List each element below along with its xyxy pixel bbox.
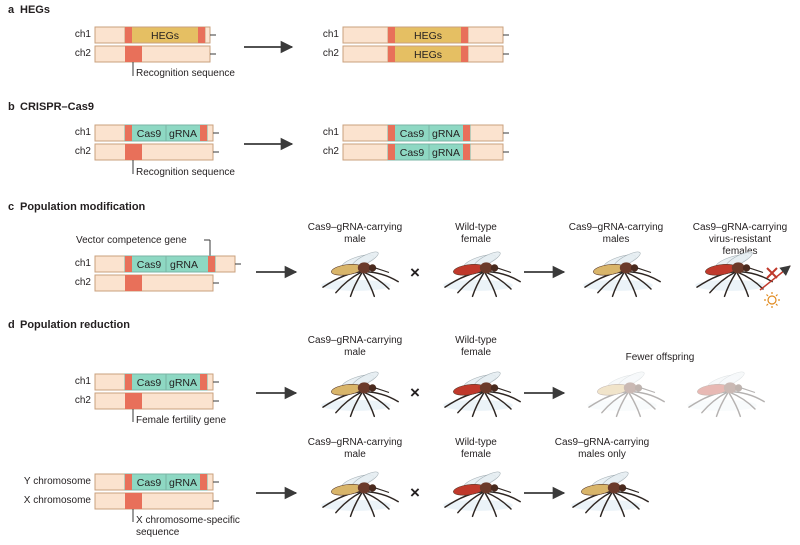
fertility-gene-chromosomes: ch1 Cas9 gRNA ch2 Female fertility gene [75,373,226,426]
ch2-label: ch2 [75,146,92,157]
cas9-label: Cas9 [137,259,162,271]
chromosome-2 [94,392,214,410]
ch1-label: ch1 [75,29,92,40]
ch1-label: ch1 [75,258,92,269]
cross-symbol: × [410,263,420,282]
heg-insert-label: HEGs [414,30,442,42]
site-right [198,27,205,43]
grna-label: gRNA [432,128,460,140]
female-mosquito [442,248,521,298]
x-chromosome [94,492,214,510]
site-left [125,27,132,43]
vector-competence-site [125,275,142,291]
section-b: b CRISPR–Cas9 ch1 Cas9 gRNA ch2 Recognit… [8,101,509,178]
grna-label: gRNA [169,477,197,489]
section-a-letter: a [8,4,15,16]
section-b-letter: b [8,101,15,113]
cross-symbol: × [410,383,420,402]
ch1-label: ch1 [323,29,340,40]
section-d-title: Population reduction [20,319,130,331]
grna-label: gRNA [170,259,198,271]
recognition-site [125,144,142,160]
male-mosquito-2 [320,468,399,518]
chromosome-2 [94,45,211,63]
ch2-label: ch2 [75,277,92,288]
y-chromosome-label: Y chromosome [24,476,92,487]
cas9-label: Cas9 [137,377,162,389]
grna-label: gRNA [169,128,197,140]
section-a-title: HEGs [20,4,50,16]
sex-chromosomes: Y chromosome Cas9 gRNA X chromosome X ch… [24,473,240,538]
section-c-title: Population modification [20,201,146,213]
cas9-label: Cas9 [400,147,425,159]
ch1-label: ch1 [75,127,92,138]
faded-male-mosquito [586,368,665,418]
ch2-label: ch2 [323,48,340,59]
fertility-gene-site [125,393,142,409]
virus-arrow [759,265,791,291]
x-chromosome-label: X chromosome [24,495,92,506]
section-c-letter: c [8,201,14,213]
block-icon [766,267,778,279]
male-mosquito [320,368,399,418]
crispr-before: ch1 Cas9 gRNA ch2 Recognition sequence [75,124,235,178]
cross-symbol: × [410,483,420,502]
offspring-male-mosquito-2 [570,468,649,518]
cas9-label: Cas9 [137,477,162,489]
grna-label: gRNA [432,147,460,159]
recognition-sequence-label: Recognition sequence [136,68,235,79]
cas9-label: Cas9 [400,128,425,140]
heg-before: ch1 HEGs ch2 Recognition sequence [75,26,235,79]
ch2-label: ch2 [75,48,92,59]
cas9-label: Cas9 [137,128,162,140]
heg-insert-copy-label: HEGs [414,49,442,61]
fewer-offspring-caption: Fewer offspring [626,352,695,363]
faded-female-mosquito [686,368,765,418]
section-c: c Population modification Vector compete… [8,201,791,308]
heg-insert-label: HEGs [151,30,179,42]
crispr-after: ch1 Cas9 gRNA ch2 Cas9 gRNA [323,124,509,161]
chromosome-2 [94,274,214,292]
offspring-male-mosquito [582,248,661,298]
male-mosquito [320,248,399,298]
chromosome-2 [94,143,214,161]
female-mosquito [442,368,521,418]
x-specific-site [125,493,142,509]
female-mosquito-2 [442,468,521,518]
section-b-title: CRISPR–Cas9 [20,101,94,113]
section-d: d Population reduction ch1 Cas9 gRNA ch2… [8,319,765,538]
ch1-label: ch1 [75,376,92,387]
ch1-label: ch1 [323,127,340,138]
recognition-site [125,46,142,62]
section-a: a HEGs ch1 HEGs ch2 Recognition sequence… [8,4,509,79]
grna-label: gRNA [169,377,197,389]
ch2-label: ch2 [323,146,340,157]
female-fertility-label: Female fertility gene [136,415,226,426]
heg-after: ch1 HEGs ch2 HEGs [323,26,509,63]
ch2-label: ch2 [75,395,92,406]
virus-icon [764,292,780,308]
vector-competence-label: Vector competence gene [76,235,187,246]
recognition-sequence-label: Recognition sequence [136,167,235,178]
section-d-letter: d [8,319,15,331]
